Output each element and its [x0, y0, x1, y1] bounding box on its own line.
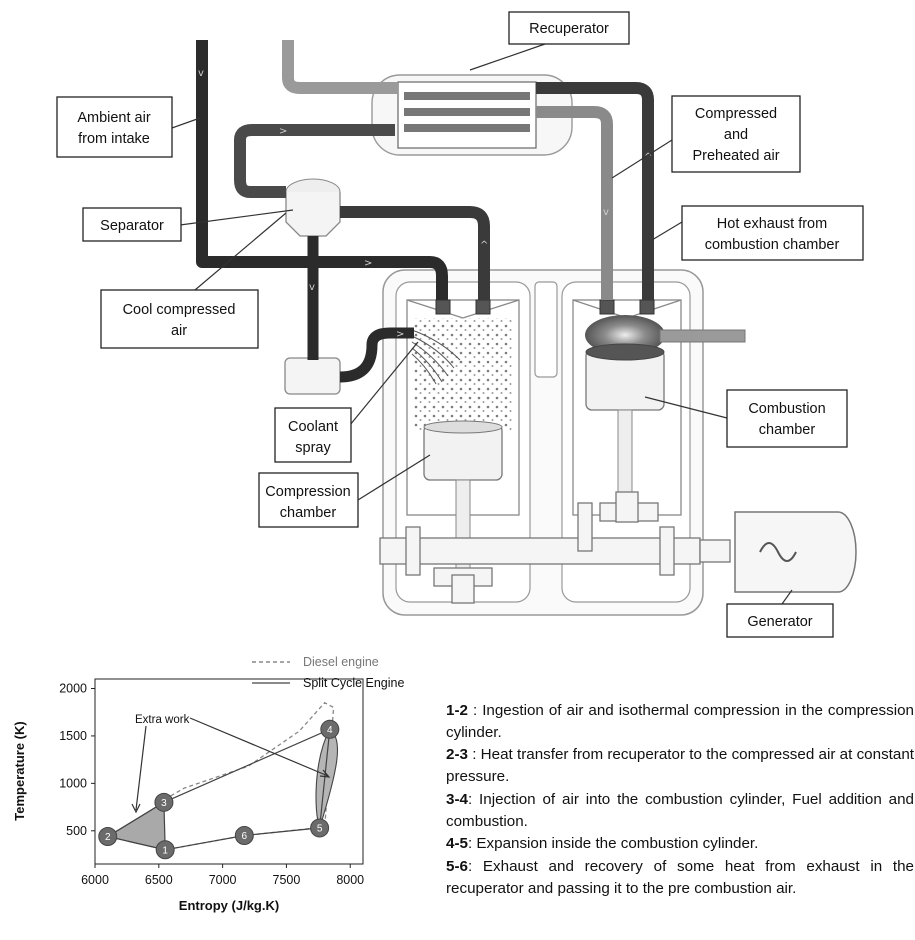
- y-tick-label: 2000: [59, 681, 87, 695]
- svg-text:1: 1: [162, 845, 168, 856]
- extra-work-annotation: Extra work: [135, 714, 190, 726]
- x-axis-label: Entropy (J/kg.K): [179, 898, 279, 913]
- svg-text:4: 4: [327, 725, 333, 736]
- svg-text:Generator: Generator: [747, 614, 812, 630]
- step-4-5: 4-5: Expansion inside the combustion cyl…: [446, 833, 914, 855]
- step-1-2: 1-2 : Ingestion of air and isothermal co…: [446, 700, 914, 743]
- svg-text:>: >: [396, 329, 404, 340]
- label-recuperator: Recuperator: [469, 11, 630, 71]
- svg-text:6: 6: [242, 831, 248, 842]
- x-tick-label: 6500: [145, 873, 173, 887]
- svg-text:^: ^: [480, 240, 488, 251]
- annotation-arrow-left: [135, 725, 147, 811]
- combustion-cylinder: [572, 299, 746, 516]
- step-text: : Injection of air into the combustion c…: [446, 790, 914, 830]
- process-steps: 1-2 : Ingestion of air and isothermal co…: [446, 700, 914, 900]
- svg-text:combustion chamber: combustion chamber: [705, 237, 840, 253]
- label-compressed-air: Compressed and Preheated air: [611, 95, 801, 179]
- state-point-5: 5: [310, 818, 330, 838]
- step-key: 2-3: [446, 746, 468, 764]
- y-tick-label: 1000: [59, 776, 87, 790]
- label-hot-exhaust: Hot exhaust from combustion chamber: [651, 205, 864, 261]
- x-tick-label: 7000: [209, 873, 237, 887]
- label-ambient-air: Ambient air from intake: [56, 96, 201, 158]
- svg-text:Coolant: Coolant: [288, 419, 338, 435]
- label-generator: Generator: [726, 589, 834, 638]
- step-key: 4-5: [446, 835, 468, 853]
- recuperator-unit: [371, 74, 573, 156]
- x-tick-label: 7500: [273, 873, 301, 887]
- svg-text:Separator: Separator: [100, 218, 164, 234]
- svg-text:spray: spray: [295, 440, 331, 456]
- step-text: : Exhaust and recovery of some heat from…: [446, 857, 914, 897]
- chart-legend: Diesel engine Split Cycle Engine: [252, 655, 404, 690]
- compression-cylinder: [406, 299, 520, 586]
- legend-diesel-label: Diesel engine: [303, 655, 379, 669]
- step-2-3: 2-3 : Heat transfer from recuperator to …: [446, 744, 914, 787]
- svg-text:chamber: chamber: [280, 505, 337, 521]
- svg-text:3: 3: [161, 798, 167, 809]
- y-axis-label: Temperature (K): [12, 721, 27, 820]
- pipes: [196, 40, 654, 383]
- svg-text:Recuperator: Recuperator: [529, 21, 609, 37]
- svg-text:5: 5: [317, 823, 323, 834]
- svg-text:Compressed: Compressed: [695, 106, 777, 122]
- state-point-2: 2: [98, 826, 118, 846]
- generator-unit: [734, 511, 857, 593]
- expansion-region: [315, 728, 339, 830]
- svg-text:>: >: [279, 126, 287, 137]
- label-separator: Separator: [82, 207, 294, 242]
- step-text: : Heat transfer from recuperator to the …: [446, 746, 914, 786]
- plot-frame: [94, 678, 364, 865]
- ts-chart: 6000 6500 7000 7500 8000 500 1000 1500 2000 Ent…: [12, 655, 404, 913]
- step-text: : Ingestion of air and isothermal compre…: [446, 702, 914, 741]
- state-point-6: 6: [234, 826, 254, 846]
- legend-split-label: Split Cycle Engine: [303, 676, 404, 690]
- svg-text:Cool compressed: Cool compressed: [123, 302, 236, 318]
- x-tick-label: 8000: [336, 873, 364, 887]
- svg-text:Combustion: Combustion: [748, 401, 825, 417]
- step-text: : Expansion inside the combustion cylind…: [467, 835, 759, 853]
- svg-text:from intake: from intake: [78, 131, 150, 147]
- svg-text:v: v: [603, 207, 609, 218]
- svg-text:air: air: [171, 323, 187, 339]
- label-compression-chamber: Compression chamber: [258, 454, 431, 528]
- svg-text:Ambient air: Ambient air: [77, 110, 151, 126]
- step-5-6: 5-6: Exhaust and recovery of some heat f…: [446, 856, 914, 899]
- svg-text:Hot exhaust from: Hot exhaust from: [717, 216, 827, 232]
- svg-text:v: v: [309, 282, 315, 293]
- annotation-arrow-right: [189, 717, 329, 777]
- state-point-4: 4: [320, 719, 340, 739]
- step-3-4: 3-4: Injection of air into the combustio…: [446, 789, 914, 832]
- svg-text:v: v: [198, 68, 204, 79]
- separator-unit: [284, 178, 341, 395]
- state-point-1: 1: [155, 840, 175, 860]
- x-tick-label: 6000: [81, 873, 109, 887]
- svg-text:Preheated air: Preheated air: [692, 148, 779, 164]
- step-key: 3-4: [446, 790, 468, 808]
- step-key: 5-6: [446, 857, 468, 875]
- svg-text:2: 2: [105, 832, 111, 843]
- svg-text:^: ^: [644, 152, 652, 163]
- label-coolant-spray: Coolant spray: [274, 341, 419, 463]
- svg-text:Compression: Compression: [265, 484, 350, 500]
- state-point-3: 3: [154, 792, 174, 812]
- y-tick-label: 500: [66, 824, 87, 838]
- step-key: 1-2: [446, 702, 468, 719]
- svg-text:and: and: [724, 127, 748, 143]
- crankshaft: [379, 491, 731, 604]
- label-cool-compressed: Cool compressed air: [100, 212, 287, 349]
- flow-arrows: v v > > ^ ^ v >: [198, 68, 652, 340]
- y-tick-label: 1500: [59, 729, 87, 743]
- svg-text:>: >: [364, 258, 372, 269]
- svg-text:chamber: chamber: [759, 422, 816, 438]
- label-combustion-chamber: Combustion chamber: [644, 389, 848, 448]
